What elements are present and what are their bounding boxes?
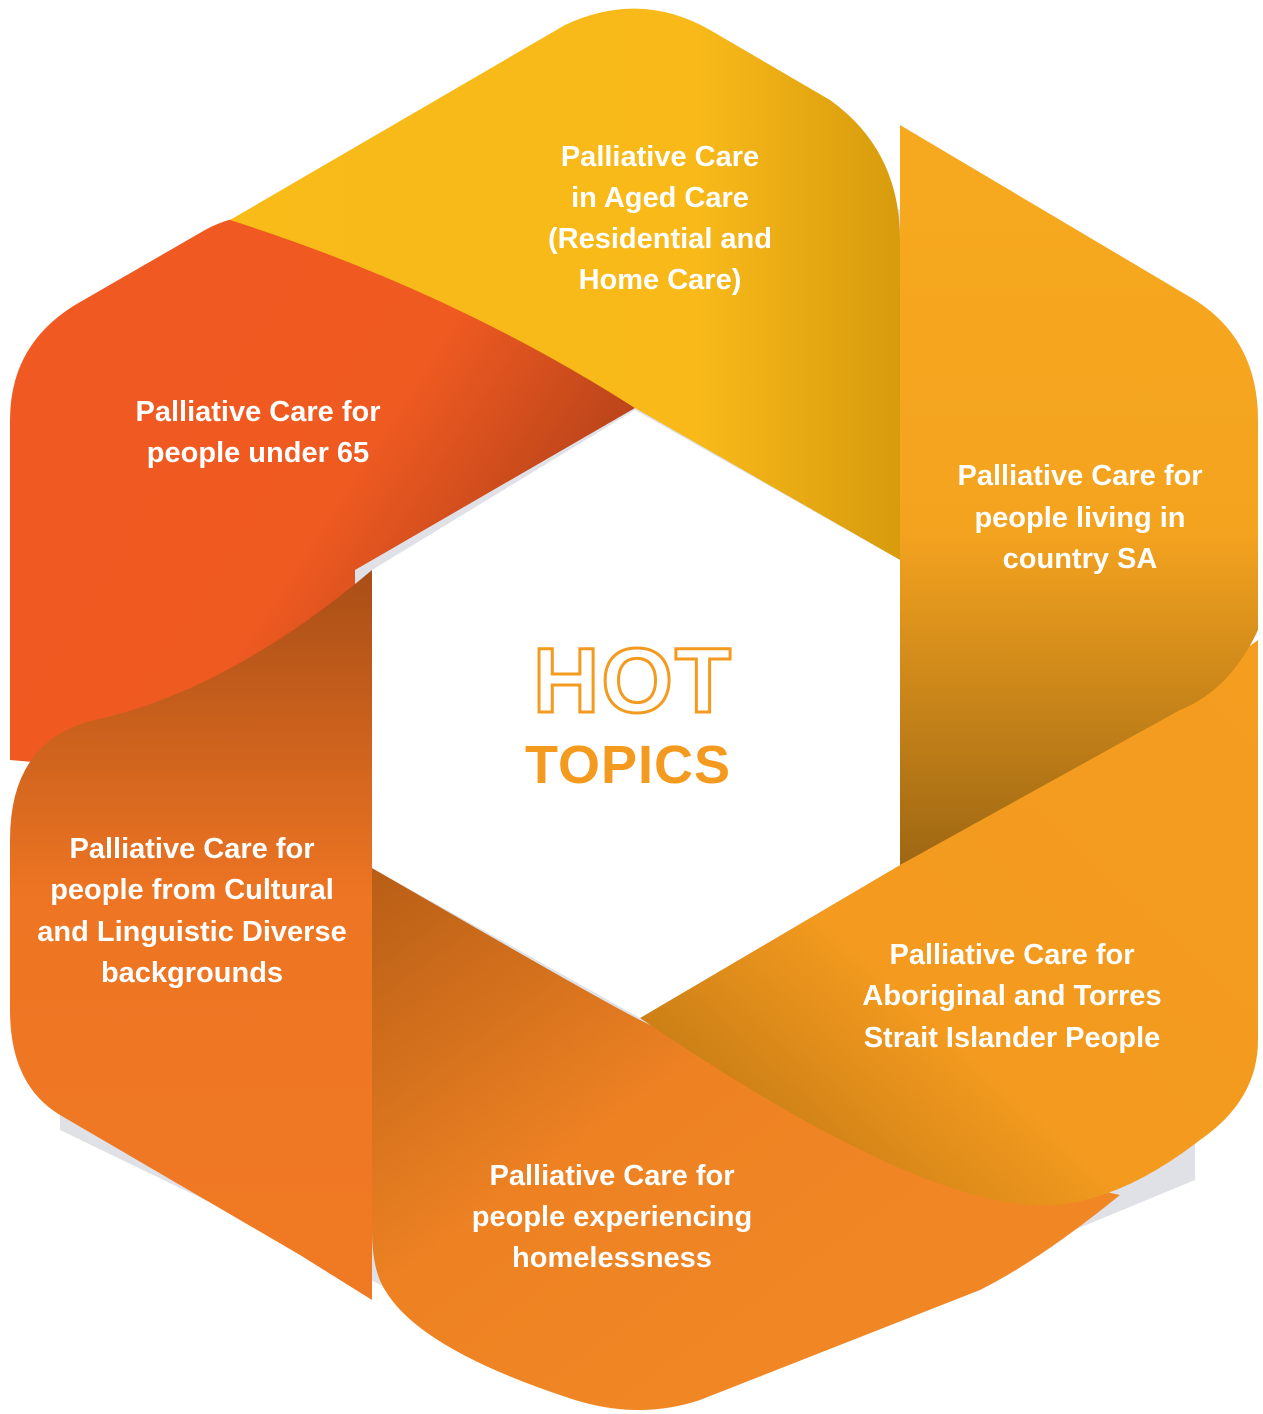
center-hexagon xyxy=(372,410,900,1018)
label-line: Palliative Care for xyxy=(958,460,1203,492)
label-aboriginal: Palliative Care for Aboriginal and Torre… xyxy=(862,939,1161,1054)
segment-country-sa xyxy=(900,125,1258,865)
label-cald: Palliative Care for people from Cultural… xyxy=(37,833,346,989)
label-line: Home Care) xyxy=(579,264,742,296)
segment-homelessness xyxy=(372,868,1120,1410)
label-line: Palliative Care for xyxy=(136,396,381,428)
label-line: Strait Islander People xyxy=(864,1022,1161,1054)
label-line: Palliative Care for xyxy=(890,939,1135,971)
segment-aboriginal xyxy=(640,640,1258,1206)
label-line: Aboriginal and Torres xyxy=(862,980,1161,1012)
label-line: and Linguistic Diverse xyxy=(37,916,346,948)
label-line: backgrounds xyxy=(101,957,283,989)
hot-title: HOT xyxy=(533,630,733,732)
label-under-65: Palliative Care for people under 65 xyxy=(136,396,381,469)
label-line: people from Cultural xyxy=(50,874,334,906)
segment-under-65 xyxy=(10,216,635,791)
label-line: people experiencing xyxy=(472,1201,752,1233)
label-line: people under 65 xyxy=(147,437,369,469)
label-country-sa: Palliative Care for people living in cou… xyxy=(958,460,1203,575)
segment-aged-care xyxy=(230,8,900,560)
topics-title: TOPICS xyxy=(525,735,731,795)
label-line: Palliative Care xyxy=(561,141,759,173)
label-homelessness: Palliative Care for people experiencing … xyxy=(472,1160,752,1274)
label-line: (Residential and xyxy=(548,223,772,255)
label-line: homelessness xyxy=(512,1242,712,1274)
label-aged-care: Palliative Care in Aged Care (Residentia… xyxy=(548,141,772,296)
label-line: Palliative Care for xyxy=(70,833,315,865)
label-line: in Aged Care xyxy=(571,182,749,214)
label-line: Palliative Care for xyxy=(490,1160,735,1192)
label-line: country SA xyxy=(1003,543,1158,575)
label-line: people living in xyxy=(974,502,1185,534)
